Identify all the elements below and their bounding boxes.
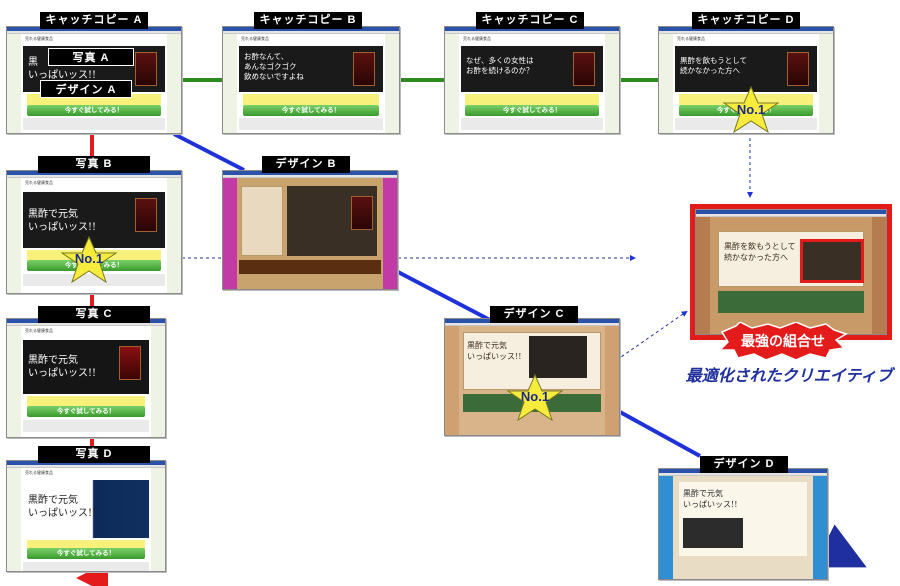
shop-name: 売れる健康食品 bbox=[25, 180, 53, 185]
highlighted-photo bbox=[800, 239, 864, 283]
footer-band bbox=[23, 420, 149, 432]
offer-band bbox=[463, 394, 601, 412]
offer-band bbox=[465, 94, 599, 105]
hero-image: なぜ、多くの女性は お酢を続けるのか？ bbox=[461, 46, 603, 92]
offer-band bbox=[679, 94, 813, 105]
thumbnail-photo-d: 売れる健康食品 黒酢で元気 いっぱいッス!! 今すぐ試してみる！ bbox=[6, 460, 166, 572]
hero-image bbox=[287, 186, 377, 256]
shop-name: 売れる健康食品 bbox=[25, 328, 53, 333]
thumbnail-design-b bbox=[222, 170, 398, 290]
label-catch-copy-d: キャッチコピー D bbox=[692, 12, 800, 29]
hero-copy: 黒酢で元気 いっぱいッス!! bbox=[28, 209, 97, 233]
hero-copy: 黒いっぱいッス!! bbox=[28, 57, 97, 81]
cta-button: 今すぐ試してみる！ bbox=[27, 105, 161, 116]
connector-design-a-b bbox=[173, 132, 245, 172]
hero-image: 黒酢で元気 いっぱいッス!! bbox=[23, 192, 165, 248]
optimized-creative-caption: 最適化されたクリエイティブ bbox=[685, 368, 893, 385]
thumbnail-catch-copy-b: 売れる健康食品 お酢なんて、 あんなゴクゴク 飲めないですよね 今すぐ試してみる… bbox=[222, 26, 400, 134]
hero-copy: 黒酢で元気 いっぱいッス!! bbox=[28, 355, 97, 379]
footer-band bbox=[461, 118, 603, 130]
cta-button: 今すぐ試してみる！ bbox=[27, 260, 161, 271]
offer-band bbox=[27, 396, 145, 407]
product-image bbox=[573, 52, 595, 86]
thumbnail-photo-c: 売れる健康食品 黒酢で元気 いっぱいッス!! 今すぐ試してみる！ bbox=[6, 318, 166, 438]
label-catch-copy-b: キャッチコピー B bbox=[254, 12, 362, 29]
hero-copy: 黒酢で元気 いっぱいッス!! bbox=[28, 495, 97, 519]
hero-image: 黒酢で元気 いっぱいッス!! bbox=[23, 480, 149, 538]
cta-button: 今すぐ試してみる！ bbox=[27, 548, 145, 559]
strongest-combination-label: 最強の組合せ bbox=[741, 333, 825, 349]
thumbnail-catch-copy-d: 売れる健康食品 黒酢を飲もうとして 続かなかった方へ 今すぐ試してみる！ bbox=[658, 26, 834, 134]
cta-button: 今すぐ試してみる！ bbox=[679, 105, 813, 116]
strongest-combination-burst: 最強の組合せ bbox=[718, 321, 848, 361]
offer-band bbox=[27, 94, 161, 105]
product-image bbox=[119, 346, 141, 380]
thumbnail-design-c: 黒酢で元気 いっぱいッス!! bbox=[444, 318, 620, 436]
thumbnail-photo-b: 売れる健康食品 黒酢で元気 いっぱいッス!! 今すぐ試してみる！ bbox=[6, 170, 182, 294]
shop-name: 売れる健康食品 bbox=[677, 36, 705, 41]
cta-button: 今すぐ試してみる！ bbox=[465, 105, 599, 116]
offer-band bbox=[718, 291, 864, 313]
text-column bbox=[241, 186, 283, 256]
thumbnail-design-d: 黒酢で元気 いっぱいッス!! bbox=[658, 468, 828, 580]
hero-copy: 黒酢を飲もうとして 続かなかった方へ bbox=[724, 242, 796, 262]
hero-image bbox=[683, 518, 743, 548]
offer-band bbox=[243, 94, 379, 105]
label-catch-copy-c: キャッチコピー C bbox=[476, 12, 584, 29]
footer-band bbox=[239, 118, 383, 130]
footer-band bbox=[23, 274, 165, 286]
label-photo-d: 写真 D bbox=[38, 446, 150, 463]
product-image bbox=[135, 198, 157, 232]
label-catch-copy-a: キャッチコピー A bbox=[40, 12, 148, 29]
hero-copy: 黒酢を飲もうとして 続かなかった方へ bbox=[680, 56, 748, 75]
shop-name: 売れる健康食品 bbox=[463, 36, 491, 41]
hero-copy: なぜ、多くの女性は お酢を続けるのか？ bbox=[466, 56, 534, 75]
product-image bbox=[787, 52, 809, 86]
label-design-b: デザイン B bbox=[262, 156, 350, 173]
cta-button: 今すぐ試してみる！ bbox=[243, 105, 379, 116]
connector-design-d-next bbox=[813, 524, 867, 568]
best-combination-frame bbox=[690, 204, 892, 340]
footer-band bbox=[23, 118, 165, 130]
hero-copy: お酢なんて、 あんなゴクゴク 飲めないですよね bbox=[244, 52, 304, 81]
product-image bbox=[353, 52, 375, 86]
footer-band bbox=[23, 562, 149, 571]
label-design-d: デザイン D bbox=[700, 456, 788, 473]
connector-design-c-d bbox=[619, 410, 701, 458]
product-strip bbox=[239, 260, 381, 274]
thumbnail-best-combination: 黒酢を飲もうとして 続かなかった方へ bbox=[695, 209, 887, 335]
offer-band bbox=[27, 540, 145, 551]
cta-button: 今すぐ試してみる！ bbox=[27, 406, 145, 417]
hero-image bbox=[529, 336, 587, 378]
shop-name: 売れる健康食品 bbox=[25, 36, 53, 41]
footer-band bbox=[675, 118, 817, 130]
label-design-a: デザイン A bbox=[40, 80, 132, 98]
label-photo-a: 写真 A bbox=[48, 48, 134, 66]
label-photo-b: 写真 B bbox=[38, 156, 150, 173]
product-image bbox=[135, 52, 157, 86]
hero-copy: 黒酢で元気 いっぱいッス!! bbox=[683, 489, 738, 509]
hero-copy: 黒酢で元気 いっぱいッス!! bbox=[467, 341, 522, 361]
hero-image: 黒酢で元気 いっぱいッス!! bbox=[23, 340, 149, 394]
burst-shape bbox=[718, 321, 848, 361]
hero-image: お酢なんて、 あんなゴクゴク 飲めないですよね bbox=[239, 46, 383, 92]
product-image bbox=[351, 196, 373, 230]
shop-name: 売れる健康食品 bbox=[241, 36, 269, 41]
connector-design-b-c bbox=[397, 270, 491, 322]
shop-name: 売れる健康食品 bbox=[25, 470, 53, 475]
hero-image: 黒酢を飲もうとして 続かなかった方へ bbox=[675, 46, 817, 92]
label-photo-c: 写真 C bbox=[38, 306, 150, 323]
label-design-c: デザイン C bbox=[490, 306, 578, 323]
thumbnail-catch-copy-c: 売れる健康食品 なぜ、多くの女性は お酢を続けるのか？ 今すぐ試してみる！ bbox=[444, 26, 620, 134]
